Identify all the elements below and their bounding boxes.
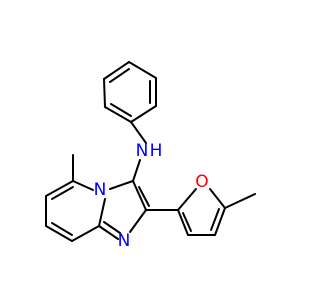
atom-imidazole-n: N: [118, 231, 131, 251]
bond: [45, 225, 73, 242]
bond: [109, 68, 130, 83]
bond: [45, 180, 74, 197]
bond: [51, 222, 73, 236]
bond: [98, 198, 106, 227]
bond: [103, 61, 130, 80]
atom-label-layer: N H N N O: [94, 141, 209, 251]
bond: [110, 103, 132, 117]
bond: [132, 159, 141, 182]
atom-bridgehead-n: N: [94, 180, 107, 200]
atom-label-nh-h: H: [150, 141, 163, 161]
bond: [109, 180, 134, 190]
bond-layer: [45, 61, 256, 242]
atom-label-nh: N: [136, 141, 149, 161]
bond: [130, 121, 147, 144]
bond: [214, 207, 226, 236]
atom-label-imidazole-n: N: [118, 231, 131, 251]
bond: [71, 225, 100, 242]
atom-label-furan-o: O: [195, 172, 208, 192]
bond: [128, 61, 157, 79]
bond: [103, 78, 106, 108]
bond: [72, 180, 94, 191]
molecule-structure-diagram: N H N N O: [45, 61, 256, 251]
bond: [98, 225, 119, 240]
bond: [132, 180, 147, 211]
bond: [177, 209, 189, 236]
bond: [182, 212, 192, 232]
bond: [177, 188, 197, 211]
bond: [209, 188, 226, 209]
bond: [104, 106, 132, 123]
bond: [129, 209, 147, 233]
bond: [224, 193, 256, 209]
bond: [210, 208, 220, 231]
bond: [138, 186, 150, 207]
atom-furan-o: O: [195, 172, 208, 192]
bond: [130, 105, 157, 123]
bond: [103, 221, 121, 234]
atom-nh: N H: [136, 141, 163, 161]
atom-label-bridgehead-n: N: [94, 180, 107, 200]
bond: [51, 186, 74, 200]
